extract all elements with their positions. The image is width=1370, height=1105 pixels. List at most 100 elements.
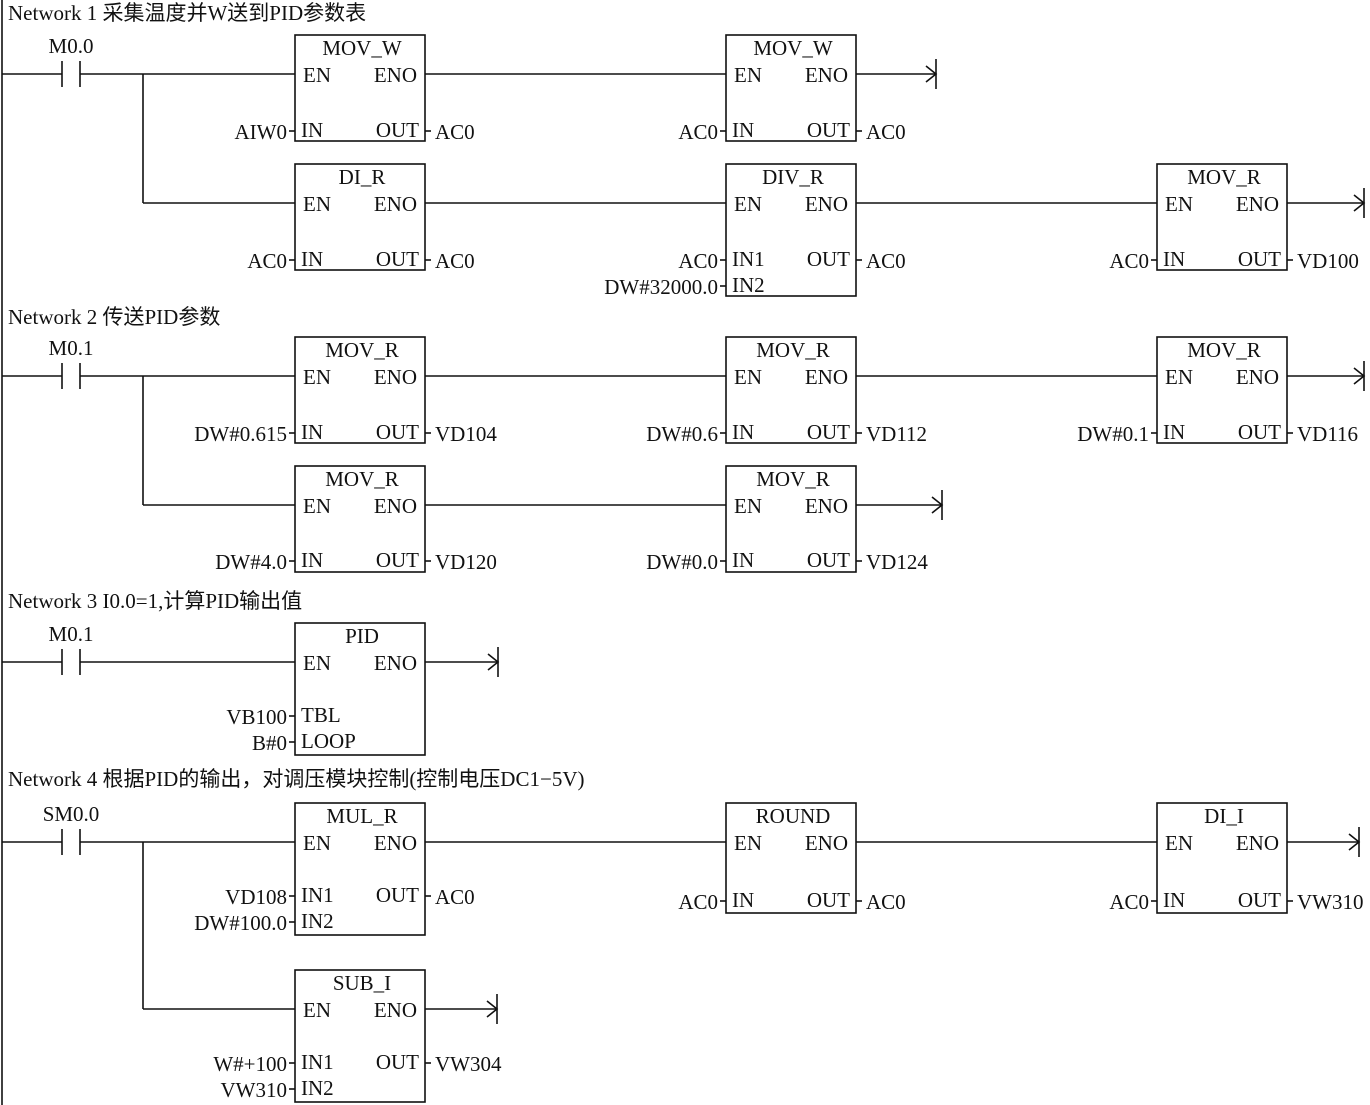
en-pin: EN: [303, 998, 331, 1022]
output-operand: AC0: [866, 249, 906, 273]
eno-pin: ENO: [805, 192, 848, 216]
input-operand: AC0: [1109, 249, 1149, 273]
input-operand: W#+100: [213, 1052, 287, 1076]
function-block-div-r: [725, 163, 857, 297]
output-pin: OUT: [376, 118, 419, 142]
en-pin: EN: [734, 831, 762, 855]
output-pin: OUT: [1238, 247, 1281, 271]
block-title: MOV_W: [322, 36, 402, 60]
block-title: MOV_R: [325, 338, 399, 362]
network-title: Network 2 传送PID参数: [8, 305, 220, 329]
function-block-mov-w: [725, 34, 857, 142]
block-title: DI_R: [339, 165, 386, 189]
output-operand: AC0: [866, 120, 906, 144]
eno-pin: ENO: [805, 831, 848, 855]
output-operand: VD124: [866, 550, 928, 574]
output-pin: OUT: [376, 548, 419, 572]
output-pin: OUT: [376, 420, 419, 444]
rung-end-arrow: [1348, 833, 1361, 851]
function-block-mov-r: [294, 465, 426, 573]
input-pin: IN: [301, 247, 323, 271]
input-operand: AC0: [678, 249, 718, 273]
rung-end-arrow: [486, 1000, 499, 1018]
network-title: Network 4 根据PID的输出，对调压模块控制(控制电压DC1−5V): [8, 767, 584, 791]
block-title: PID: [345, 624, 379, 648]
output-pin: OUT: [376, 1050, 419, 1074]
output-pin: OUT: [807, 118, 850, 142]
block-title: MOV_R: [325, 467, 399, 491]
eno-pin: ENO: [805, 365, 848, 389]
block-title: MOV_R: [1187, 338, 1261, 362]
block-title: DIV_R: [762, 165, 824, 189]
input-operand: VW310: [221, 1078, 288, 1102]
eno-pin: ENO: [1236, 192, 1279, 216]
function-block-mov-w: [294, 34, 426, 142]
input-operand: DW#4.0: [215, 550, 287, 574]
eno-pin: ENO: [374, 831, 417, 855]
eno-pin: ENO: [1236, 831, 1279, 855]
input-pin: IN: [301, 548, 323, 572]
input-operand: DW#0.1: [1077, 422, 1149, 446]
input-operand: B#0: [252, 731, 287, 755]
function-block-mov-r: [1156, 163, 1288, 271]
input-operand: DW#100.0: [194, 911, 287, 935]
function-block-mov-r: [1156, 336, 1288, 444]
input-pin: IN: [301, 118, 323, 142]
function-block-mov-r: [294, 336, 426, 444]
input-pin: IN: [1163, 420, 1185, 444]
en-pin: EN: [734, 365, 762, 389]
rung-end-arrow: [487, 653, 500, 671]
function-block-di-r: [294, 163, 426, 271]
block-title: MUL_R: [326, 804, 397, 828]
input-pin: IN1: [732, 247, 765, 271]
en-pin: EN: [303, 831, 331, 855]
rung-end-arrow: [1353, 367, 1366, 385]
output-operand: VD112: [866, 422, 927, 446]
output-operand: VD100: [1297, 249, 1359, 273]
en-pin: EN: [734, 494, 762, 518]
block-title: MOV_R: [756, 338, 830, 362]
input-pin: IN: [732, 548, 754, 572]
en-pin: EN: [303, 63, 331, 87]
contact-label: SM0.0: [43, 802, 100, 826]
rung-end-arrow: [1353, 194, 1366, 212]
contact-label: M0.0: [49, 34, 94, 58]
en-pin: EN: [1165, 365, 1193, 389]
input-pin: IN1: [301, 1050, 334, 1074]
eno-pin: ENO: [805, 494, 848, 518]
input-operand: VB100: [226, 705, 287, 729]
input-operand: AC0: [678, 120, 718, 144]
output-operand: VD104: [435, 422, 497, 446]
function-block-mul-r: [294, 802, 426, 936]
output-pin: OUT: [376, 883, 419, 907]
contact-label: M0.1: [49, 622, 94, 646]
output-pin: OUT: [807, 247, 850, 271]
output-pin: OUT: [376, 247, 419, 271]
function-block-sub-i: [294, 969, 426, 1103]
eno-pin: ENO: [374, 63, 417, 87]
input-pin: IN1: [301, 883, 334, 907]
input-pin: IN2: [732, 273, 765, 297]
output-operand: AC0: [435, 249, 475, 273]
block-title: ROUND: [756, 804, 831, 828]
output-pin: OUT: [1238, 888, 1281, 912]
output-operand: AC0: [866, 890, 906, 914]
en-pin: EN: [303, 494, 331, 518]
en-pin: EN: [303, 192, 331, 216]
input-pin: IN: [1163, 888, 1185, 912]
function-block-mov-r: [725, 336, 857, 444]
en-pin: EN: [1165, 831, 1193, 855]
function-block-mov-r: [725, 465, 857, 573]
input-operand: AC0: [1109, 890, 1149, 914]
en-pin: EN: [1165, 192, 1193, 216]
output-operand: AC0: [435, 120, 475, 144]
output-operand: VW310: [1297, 890, 1364, 914]
block-title: MOV_W: [753, 36, 833, 60]
contact-label: M0.1: [49, 336, 94, 360]
eno-pin: ENO: [374, 365, 417, 389]
output-operand: VD116: [1297, 422, 1358, 446]
input-pin: IN: [732, 888, 754, 912]
input-pin: LOOP: [301, 729, 356, 753]
block-title: MOV_R: [1187, 165, 1261, 189]
